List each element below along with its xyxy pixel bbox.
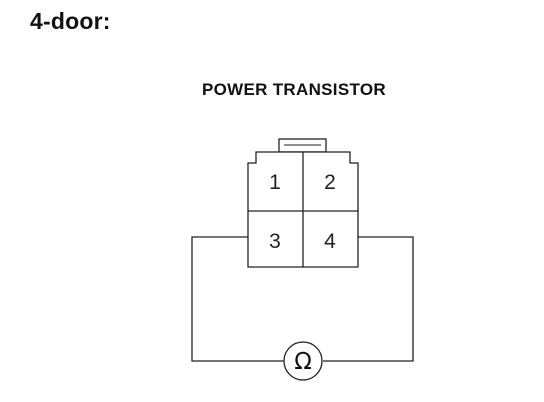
test-lead-left xyxy=(191,236,284,362)
test-lead-right xyxy=(323,236,414,362)
ohmmeter-circle xyxy=(283,341,323,381)
pin-4-label: 4 xyxy=(324,230,336,253)
pin-2-label: 2 xyxy=(324,171,336,194)
pin-1-label: 1 xyxy=(269,171,281,194)
pin-3-label: 3 xyxy=(269,230,281,253)
component-label: POWER TRANSISTOR xyxy=(202,80,386,99)
ohm-icon: Ω xyxy=(294,349,312,375)
page-title: 4-door: xyxy=(30,8,111,34)
